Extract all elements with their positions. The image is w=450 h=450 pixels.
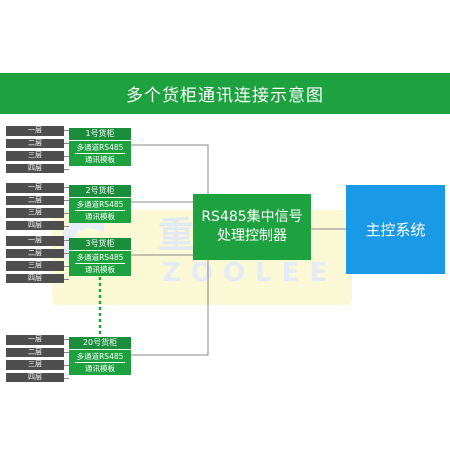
floor-bar: 二层 (6, 138, 64, 148)
module-divider (75, 153, 125, 154)
comm-module: 多通道RS485 通讯模板 (69, 198, 131, 223)
floor-stack: 一层 二层 三层 四层 (6, 236, 64, 286)
floor-stack: 一层 二层 三层 四层 (6, 335, 64, 385)
module-line2: 通讯模板 (85, 265, 115, 274)
cabinet-title: 20号货柜 (69, 337, 131, 349)
wire-cabinet20-processor (131, 260, 209, 356)
module-line1: 多通道RS485 (76, 200, 124, 209)
floor-bar: 四层 (6, 372, 64, 382)
floor-bar: 三层 (6, 360, 64, 370)
comm-module: 多通道RS485 通讯模板 (69, 350, 131, 375)
floor-stack: 一层 二层 三层 四层 (6, 126, 64, 176)
floor-bar: 三层 (6, 208, 64, 218)
cabinet-group-1: 一层 二层 三层 四层 1号货柜 多通道RS485 通讯模板 (0, 126, 140, 176)
module-line2: 通讯模板 (85, 364, 115, 373)
module-line1: 多通道RS485 (76, 352, 124, 361)
cabinet-group-3: 一层 二层 三层 四层 3号货柜 多通道RS485 通讯模板 (0, 236, 140, 286)
diagram-title: 多个货柜通讯连接示意图 (126, 86, 324, 106)
cabinet-group-20: 一层 二层 三层 四层 20号货柜 多通道RS485 通讯模板 (0, 335, 140, 385)
floor-bar: 三层 (6, 261, 64, 271)
module-divider (75, 362, 125, 363)
floor-bar: 四层 (6, 163, 64, 173)
floor-bar: 一层 (6, 335, 64, 345)
main-system-label: 主控系统 (365, 221, 426, 239)
module-line2: 通讯模板 (85, 155, 115, 164)
floor-bar: 一层 (6, 236, 64, 246)
floor-bar: 二层 (6, 347, 64, 357)
module-line1: 多通道RS485 (76, 253, 124, 262)
floor-bar: 四层 (6, 273, 64, 283)
cabinet-group-2: 一层 二层 三层 四层 2号货柜 多通道RS485 通讯模板 (0, 183, 140, 233)
cabinet-title: 2号货柜 (69, 185, 131, 197)
module-divider (75, 210, 125, 211)
watermark-text-en: ZOOLEE (162, 258, 338, 288)
floor-bar: 四层 (6, 220, 64, 230)
processor-line1: RS485集中信号 (201, 209, 303, 225)
floor-stack: 一层 二层 三层 四层 (6, 183, 64, 233)
wire-cabinet1-processor (131, 144, 209, 194)
cabinet-title: 1号货柜 (69, 128, 131, 140)
comm-module: 多通道RS485 通讯模板 (69, 251, 131, 276)
module-line2: 通讯模板 (85, 212, 115, 221)
comm-module: 多通道RS485 通讯模板 (69, 141, 131, 166)
main-control-system-box: 主控系统 (346, 185, 445, 274)
module-line1: 多通道RS485 (76, 143, 124, 152)
floor-bar: 一层 (6, 126, 64, 136)
title-banner: 多个货柜通讯连接示意图 (0, 73, 450, 114)
processor-line2: 处理控制器 (217, 228, 287, 244)
rs485-processor-box: RS485集中信号 处理控制器 (193, 194, 311, 260)
module-divider (75, 263, 125, 264)
floor-bar: 二层 (6, 195, 64, 205)
floor-bar: 三层 (6, 151, 64, 161)
floor-bar: 二层 (6, 248, 64, 258)
cabinet-title: 3号货柜 (69, 238, 131, 250)
floor-bar: 一层 (6, 183, 64, 193)
